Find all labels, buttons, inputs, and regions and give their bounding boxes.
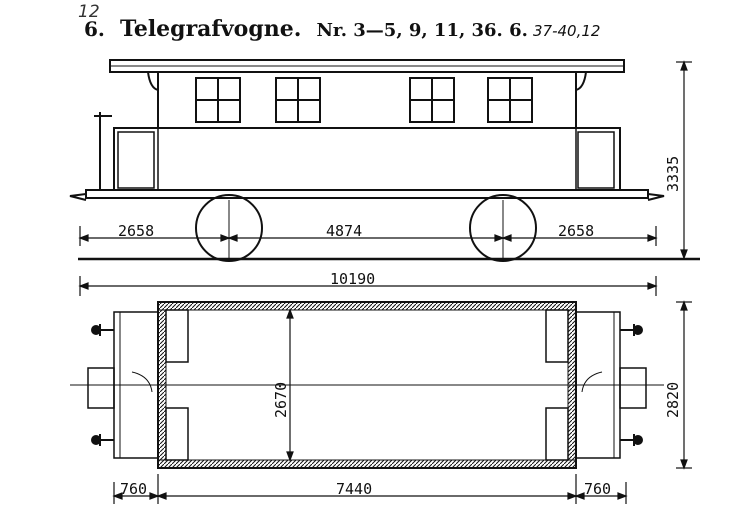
wheel-right <box>469 194 537 262</box>
window <box>195 77 241 123</box>
door-right <box>577 131 615 189</box>
title-number: 6. <box>84 17 105 41</box>
dim-end-right: 2658 <box>558 222 594 240</box>
lower-body <box>113 127 621 191</box>
pencil-annotation: 12 <box>78 2 100 22</box>
dim-plan-left: 760 <box>120 480 147 498</box>
roof-bracket-left <box>147 71 159 91</box>
dim-wheelbase: 4874 <box>326 222 362 240</box>
roof-bracket-right <box>575 71 587 91</box>
side-elevation <box>69 59 700 262</box>
drawing-title: 6. Telegrafvogne. Nr. 3—5, 9, 11, 36. 6.… <box>84 16 600 42</box>
dim-outer-width: 2820 <box>664 382 682 418</box>
wheel-left <box>195 194 263 262</box>
underframe <box>85 189 649 199</box>
dim-total-length: 10190 <box>330 270 375 288</box>
buffer-left <box>69 193 87 201</box>
dim-body-length: 7440 <box>336 480 372 498</box>
dim-inner-width: 2670 <box>272 382 290 418</box>
plan-view <box>70 301 664 469</box>
window <box>409 77 455 123</box>
title-text: Telegrafvogne. <box>119 16 302 42</box>
dimension-annotations <box>78 60 692 504</box>
buffer-right <box>647 193 665 201</box>
title-numbers: Nr. 3—5, 9, 11, 36. 6. <box>316 20 528 41</box>
window <box>487 77 533 123</box>
dim-end-left: 2658 <box>118 222 154 240</box>
dim-height: 3335 <box>664 156 682 192</box>
window <box>275 77 321 123</box>
brake-handle <box>94 112 112 190</box>
handwritten-numbers: 37-40,12 <box>532 22 601 40</box>
dim-plan-right: 760 <box>584 480 611 498</box>
door-left <box>117 131 155 189</box>
